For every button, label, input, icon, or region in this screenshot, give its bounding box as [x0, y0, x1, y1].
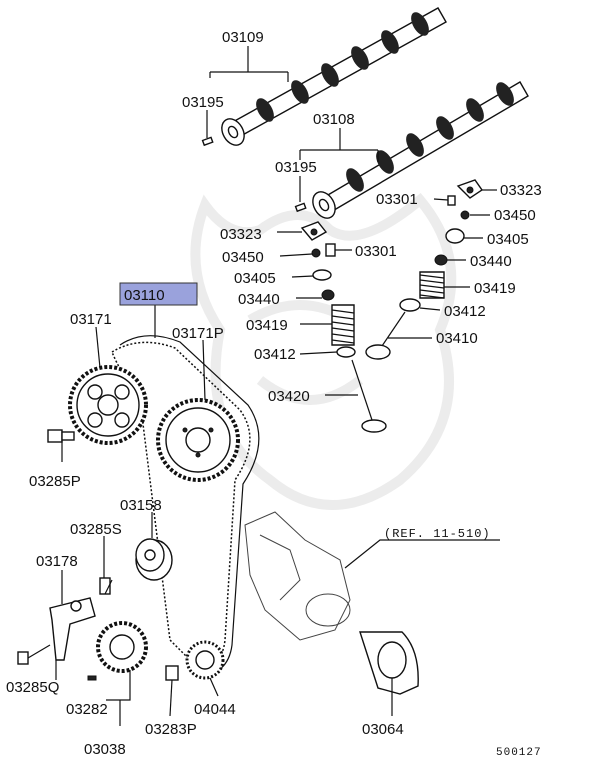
sprocket-03171P: [156, 398, 240, 482]
label-03038: 03038: [84, 741, 126, 758]
label-03419-left: 03419: [246, 317, 288, 334]
label-03282: 03282: [66, 701, 108, 718]
sprocket-03171: [68, 365, 148, 445]
key-03282: [87, 675, 97, 681]
spring-03419-left: [331, 304, 355, 346]
camshaft-upper: [221, 7, 447, 146]
engine-block-outline: [244, 511, 351, 641]
label-03108: 03108: [313, 111, 355, 128]
label-03285S: 03285S: [70, 521, 122, 538]
valve-03410: [365, 311, 406, 360]
diagram-code: 500127: [496, 747, 542, 759]
bolt-03285Q: [17, 644, 51, 665]
adjuster-03301-right: [447, 195, 456, 206]
label-03158: 03158: [120, 497, 162, 514]
seal-03440-left: [321, 289, 335, 301]
label-03405-left: 03405: [234, 270, 276, 287]
highlight-box-03110: [119, 282, 198, 306]
label-03195-lower: 03195: [275, 159, 317, 176]
label-03440-left: 03440: [238, 291, 280, 308]
pin-03195-upper: [201, 136, 214, 147]
label-03412-right: 03412: [444, 303, 486, 320]
label-04044: 04044: [194, 701, 236, 718]
label-03323-right: 03323: [500, 182, 542, 199]
label-03450-right: 03450: [494, 207, 536, 224]
bolt-03285P: [47, 429, 75, 443]
seal-03440-right: [434, 254, 448, 266]
camshaft-lower: [312, 81, 529, 219]
bolt-03285S: [99, 577, 113, 595]
seat-03405-right: [445, 228, 465, 244]
spring-03419-right: [419, 271, 445, 299]
label-03178: 03178: [36, 553, 78, 570]
nut-03450-right: [460, 210, 470, 220]
adjuster-03301-left: [325, 243, 336, 257]
label-03440-right: 03440: [470, 253, 512, 270]
idler-03158: [135, 538, 173, 581]
nut-03450-left: [311, 248, 321, 258]
label-03171P: 03171P: [172, 325, 224, 342]
label-03195-upper: 03195: [182, 94, 224, 111]
crank-sprocket-03038: [96, 621, 148, 673]
leader-lines: [55, 46, 500, 726]
rocker-arm-right: [456, 179, 483, 199]
tensioner-03178: [49, 597, 96, 661]
label-03412-left: 03412: [254, 346, 296, 363]
seat-03405-left: [312, 269, 332, 281]
label-03171: 03171: [70, 311, 112, 328]
label-03285P: 03285P: [29, 473, 81, 490]
label-03405-right: 03405: [487, 231, 529, 248]
label-03283P: 03283P: [145, 721, 197, 738]
rocker-arm-left: [300, 221, 328, 241]
label-03110: 03110: [124, 287, 165, 304]
label-03323-left: 03323: [220, 226, 262, 243]
label-03420: 03420: [268, 388, 310, 405]
label-03410: 03410: [436, 330, 478, 347]
label-ref: (REF. 11-510): [384, 527, 491, 541]
labels: 03109 03195 03108 03195 03301 03323 0345…: [6, 29, 542, 759]
pin-03195-lower: [294, 202, 307, 213]
valve-03420: [351, 359, 387, 433]
label-03064: 03064: [362, 721, 404, 738]
seat-03412-right: [399, 298, 421, 312]
label-03450-left: 03450: [222, 249, 264, 266]
label-03419-right: 03419: [474, 280, 516, 297]
label-03285Q: 03285Q: [6, 679, 59, 696]
idler-04044: [185, 640, 225, 680]
cover-03064: [359, 631, 419, 695]
seat-03412-left: [336, 346, 356, 358]
label-03109: 03109: [222, 29, 264, 46]
label-03301-left: 03301: [355, 243, 397, 260]
label-03301-right: 03301: [376, 191, 418, 208]
bolt-03283P: [165, 665, 179, 681]
